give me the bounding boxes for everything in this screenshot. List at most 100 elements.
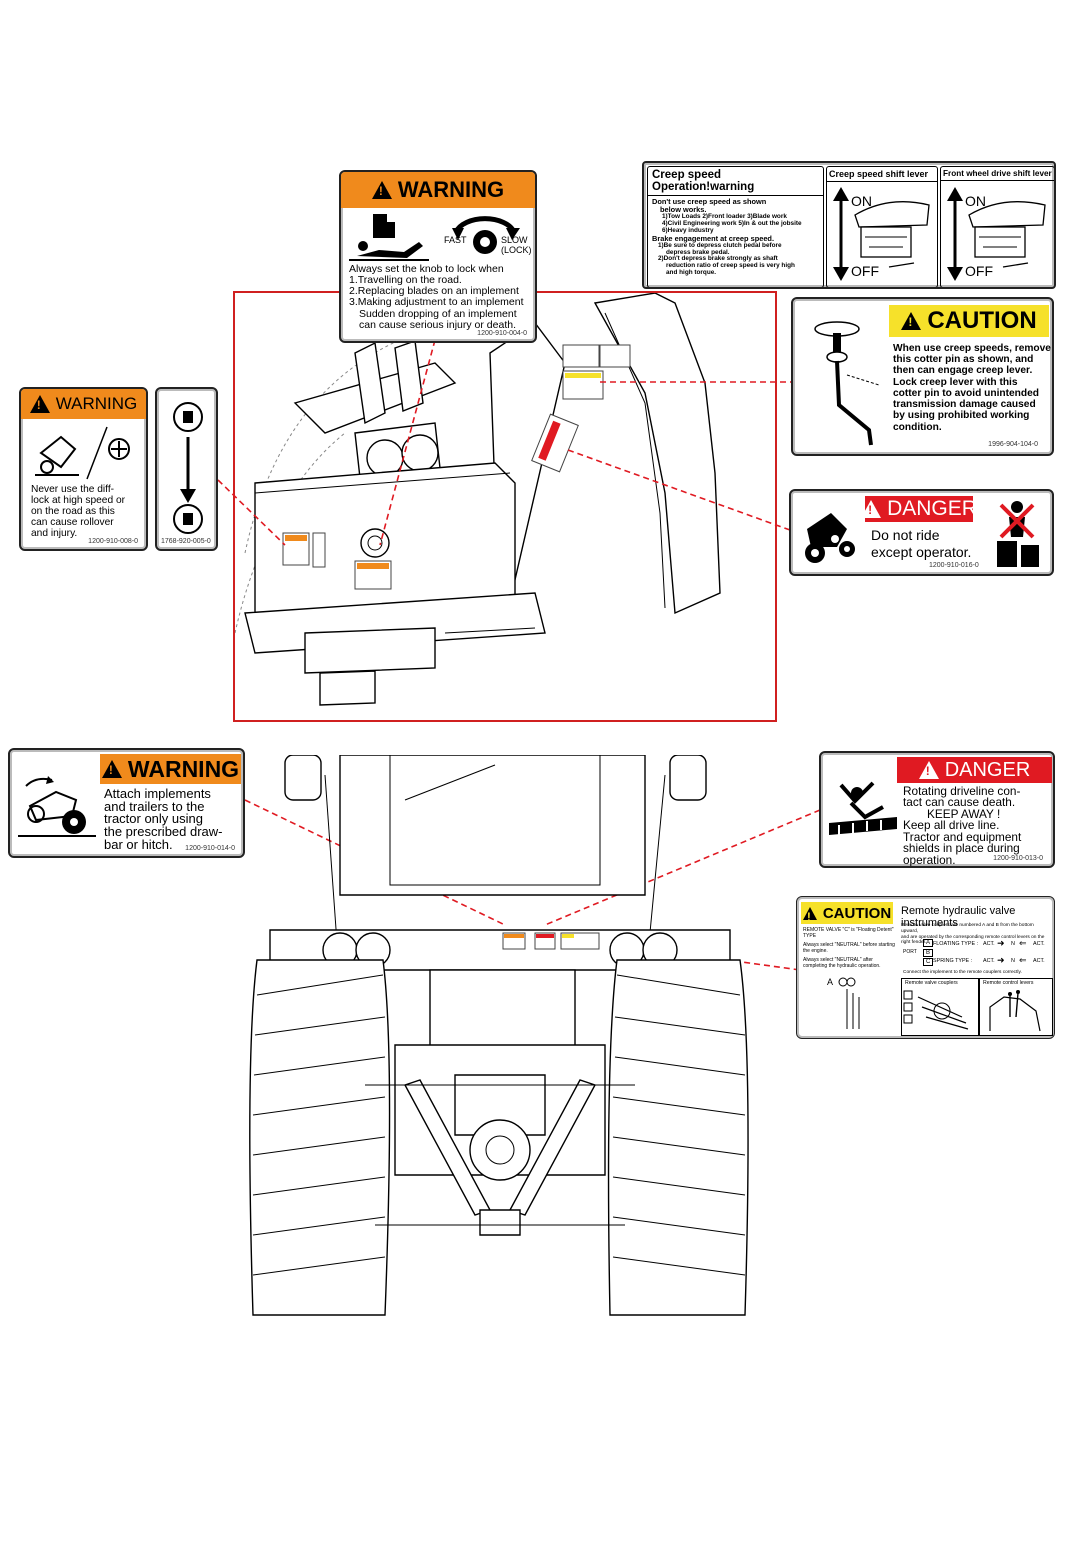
caution-line-1: When use creep speeds, remove: [893, 343, 1051, 354]
fwd-lever-icon: [947, 187, 1046, 281]
warning-triangle-icon: [371, 181, 392, 199]
warning-attach-label: WARNING Attach implements and trailers t…: [8, 748, 245, 858]
spring-type-label: SPRING TYPE :: [933, 958, 973, 964]
creep-line-6: Brake engagement at creep speed.: [652, 233, 774, 243]
warning-header: WARNING: [341, 172, 535, 208]
couplers-icon: [903, 990, 969, 1030]
diff-line-4: can cause rollover: [31, 516, 114, 528]
creep-lever-title: Creep speed shift lever: [827, 167, 937, 182]
attach-line-2: and trailers to the: [104, 798, 205, 814]
port-a-label: A: [923, 939, 934, 947]
item-2: 2.Replacing blades on an implement: [349, 285, 519, 298]
caution-line-7: by using prohibited working: [893, 410, 1030, 422]
crush-hazard-icon: [349, 214, 429, 261]
cotter-pin-lever-icon: [814, 321, 880, 446]
warning-diff-lock-label: WARNING Never use the diff- lock at high…: [19, 387, 148, 551]
part-code: 1200-910-014-0: [185, 845, 235, 852]
danger-triangle-icon: [861, 500, 882, 518]
levers-box: Remote control levers: [979, 978, 1053, 1036]
caution-header: CAUTION: [889, 305, 1049, 337]
hyd-left-3: Always select "NEUTRAL" after completing…: [803, 957, 881, 969]
caution-line-6: transmission damage caused: [893, 399, 1036, 411]
act-3: ACT.: [983, 958, 995, 964]
danger-header: DANGER: [897, 757, 1052, 783]
danger-driveline-label: DANGER Rotating driveline con- tact can …: [819, 751, 1055, 868]
hyd-right-2: and are operated by the corresponding re…: [901, 934, 1045, 946]
coupler-diagram-icon: A: [827, 977, 860, 1029]
caution-triangle-icon: [901, 312, 922, 330]
diff-line-3: on the road as this: [31, 505, 115, 517]
upper-cab-drawing: [235, 293, 721, 706]
creep-operation-title: Creep speed Operation!warning: [648, 167, 823, 196]
caution-creep-label: CAUTION When use creep speeds, remove th…: [791, 297, 1054, 456]
warning-header: WARNING: [21, 389, 146, 419]
item-1: 1.Travelling on the road.: [349, 274, 462, 287]
arrow-right-icon: ➜: [997, 938, 1005, 948]
hyd-right-3: Connect the implement to the remote coup…: [903, 970, 1022, 975]
act-2: ACT.: [1033, 941, 1045, 947]
part-code: 1200-910-008-0: [88, 538, 138, 545]
creep-line-5: 6)Heavy industry: [662, 226, 714, 234]
couplers-box: Remote valve couplers: [901, 978, 979, 1036]
no-passenger-icon: [997, 501, 1039, 567]
tractor-rear-drawing: [249, 755, 749, 1316]
part-code: 1768-920-005-0: [161, 538, 211, 545]
port-b-label: B: [923, 949, 934, 957]
attach-line-5: bar or hitch.: [104, 836, 173, 852]
arrow-right-icon: ➜: [997, 955, 1005, 965]
n-2: N: [1011, 958, 1015, 964]
creep-line-7: 1)Be sure to depress clutch pedal before: [658, 241, 782, 249]
intro-text: Always set the knob to lock when: [349, 263, 504, 275]
no-ride-line-1: Do not ride: [871, 527, 940, 543]
n-1: N: [1011, 941, 1015, 947]
speed-knob-icon: [452, 216, 520, 254]
note-1: Sudden dropping of an implement: [359, 307, 517, 320]
warning-knob-lock-label: WARNING FAST SLOW (LOCK) Always set the …: [339, 170, 537, 343]
driveline-line-4: Keep all drive line.: [903, 818, 1000, 833]
diff-lock-symbol-label: 1768-920-005-0: [155, 387, 218, 551]
creep-line-11: and high torque.: [666, 269, 717, 277]
caution-header: CAUTION: [801, 902, 893, 924]
caution-hydraulic-label: CAUTION Remote hydraulic valve instrumen…: [796, 896, 1055, 1039]
floating-type-label: FLOATING TYPE :: [933, 941, 979, 947]
tractor-rider-icon: [805, 513, 855, 563]
driveline-line-6: shields in place during: [903, 841, 1020, 856]
attach-line-4: the prescribed draw-: [104, 824, 223, 840]
caution-triangle-icon: [802, 906, 817, 924]
creep-line-1: Don't use creep speed as shown: [652, 197, 767, 206]
creep-lever-icon: [833, 187, 930, 281]
creep-line-9: 2)Don't depress brake strongly as shaft: [658, 255, 778, 263]
slow-label: SLOW: [501, 235, 528, 245]
lock-label: (LOCK): [501, 245, 532, 255]
attach-line-1: Attach implements: [104, 786, 211, 801]
danger-header: DANGER: [861, 496, 977, 522]
fwd-lever-title: Front wheel drive shift lever: [941, 167, 1054, 181]
creep-line-4: 4)Civil Engineering work 5)In & out the …: [662, 219, 802, 227]
warning-header: WARNING: [100, 754, 241, 784]
hyd-right-1: Remote valve couplers are numbered A and…: [901, 923, 1034, 934]
diff-line-5: and injury.: [31, 527, 78, 539]
arrow-left-icon: ⇐: [1019, 938, 1027, 948]
creep-speed-panel: Creep speed Operation!warning Don't use …: [642, 161, 1056, 289]
caution-line-8: condition.: [893, 421, 942, 433]
entanglement-icon: [829, 781, 897, 835]
danger-no-ride-label: DANGER Do not ride except operator. 1200…: [789, 489, 1054, 576]
caution-line-4: Lock creep lever with this: [893, 376, 1018, 388]
attach-line-3: tractor only using: [104, 811, 203, 827]
fwd-off-label: OFF: [965, 263, 993, 279]
driveline-line-5: Tractor and equipment: [903, 829, 1022, 844]
warning-triangle-icon: [29, 395, 50, 413]
driveline-line-3: KEEP AWAY !: [927, 806, 1001, 821]
hyd-left-2: Always select "NEUTRAL" before starting …: [803, 942, 895, 954]
warning-triangle-icon: [101, 760, 122, 778]
rollover-icon: [35, 426, 130, 480]
arrow-left-icon: ⇐: [1019, 955, 1027, 965]
part-code: 1200-910-004-0: [477, 330, 527, 337]
fwd-on-label: ON: [965, 193, 986, 209]
part-code: 1996-904-104-0: [988, 441, 1038, 448]
diff-line-2: lock at high speed or: [31, 494, 126, 506]
caution-line-5: cotter pin to avoid unintended: [893, 387, 1040, 399]
creep-on-label: ON: [851, 193, 872, 209]
creep-operation-box: Creep speed Operation!warning Don't use …: [647, 166, 824, 287]
levers-title: Remote control levers: [983, 980, 1034, 986]
